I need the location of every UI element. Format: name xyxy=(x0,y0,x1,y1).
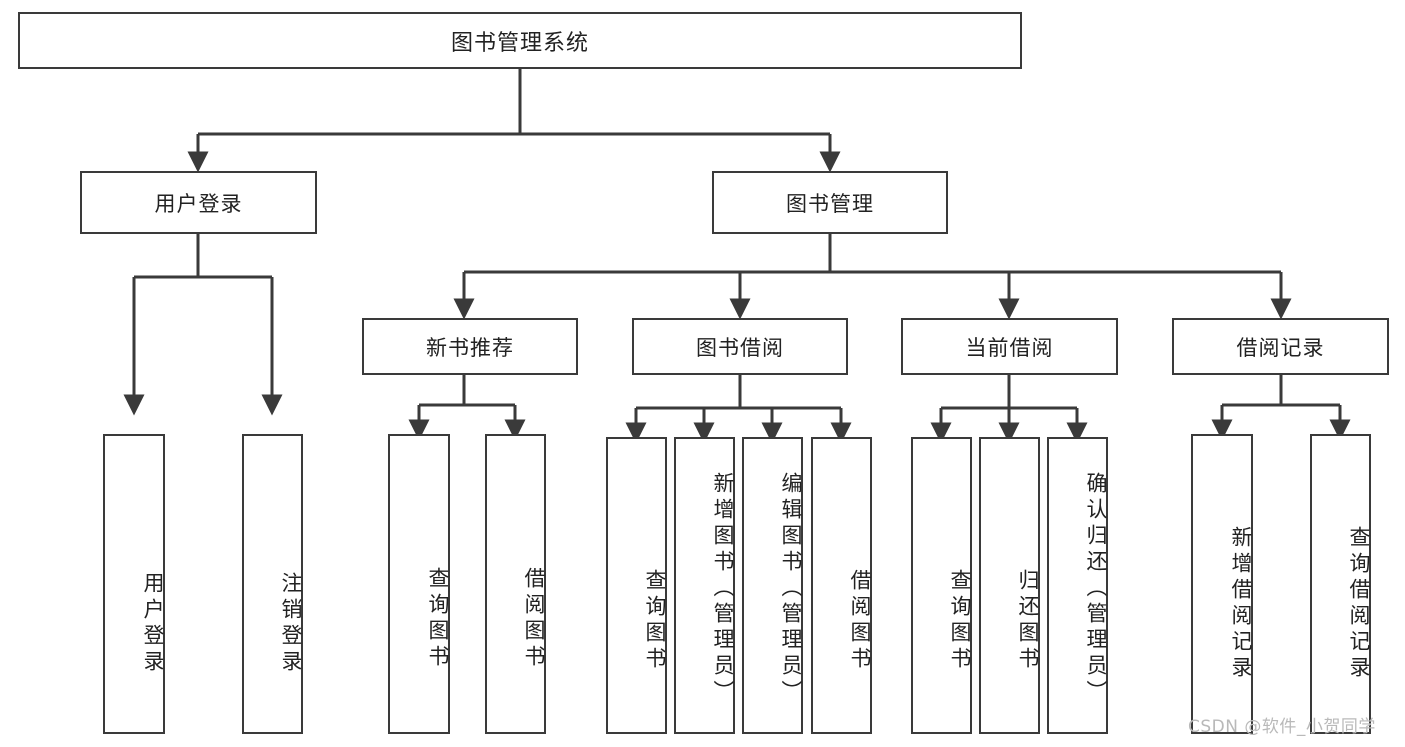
leaf-edit-book[interactable]: 编辑图书（管理员） xyxy=(742,437,803,734)
node-new-book-recommend[interactable]: 新书推荐 xyxy=(362,318,578,375)
leaf-return-book[interactable]: 归还图书 xyxy=(979,437,1040,734)
leaf-confirm-return[interactable]: 确认归还（管理员） xyxy=(1047,437,1108,734)
node-user-login[interactable]: 用户登录 xyxy=(80,171,317,234)
node-book-borrow[interactable]: 图书借阅 xyxy=(632,318,848,375)
leaf-query-book-2[interactable]: 查询图书 xyxy=(606,437,667,734)
leaf-user-login[interactable]: 用户登录 xyxy=(103,434,165,734)
node-borrow-record[interactable]: 借阅记录 xyxy=(1172,318,1389,375)
leaf-add-record[interactable]: 新增借阅记录 xyxy=(1191,434,1253,734)
node-root[interactable]: 图书管理系统 xyxy=(18,12,1022,69)
leaf-add-book[interactable]: 新增图书（管理员） xyxy=(674,437,735,734)
node-current-borrow[interactable]: 当前借阅 xyxy=(901,318,1118,375)
leaf-query-book-3[interactable]: 查询图书 xyxy=(911,437,972,734)
node-book-manage[interactable]: 图书管理 xyxy=(712,171,948,234)
leaf-borrow-book-2[interactable]: 借阅图书 xyxy=(811,437,872,734)
leaf-query-book-1[interactable]: 查询图书 xyxy=(388,434,450,734)
leaf-query-record[interactable]: 查询借阅记录 xyxy=(1310,434,1371,734)
leaf-borrow-book-1[interactable]: 借阅图书 xyxy=(485,434,546,734)
leaf-user-logout[interactable]: 注销登录 xyxy=(242,434,303,734)
watermark-text: CSDN @软件_小贺同学 xyxy=(1188,717,1376,737)
